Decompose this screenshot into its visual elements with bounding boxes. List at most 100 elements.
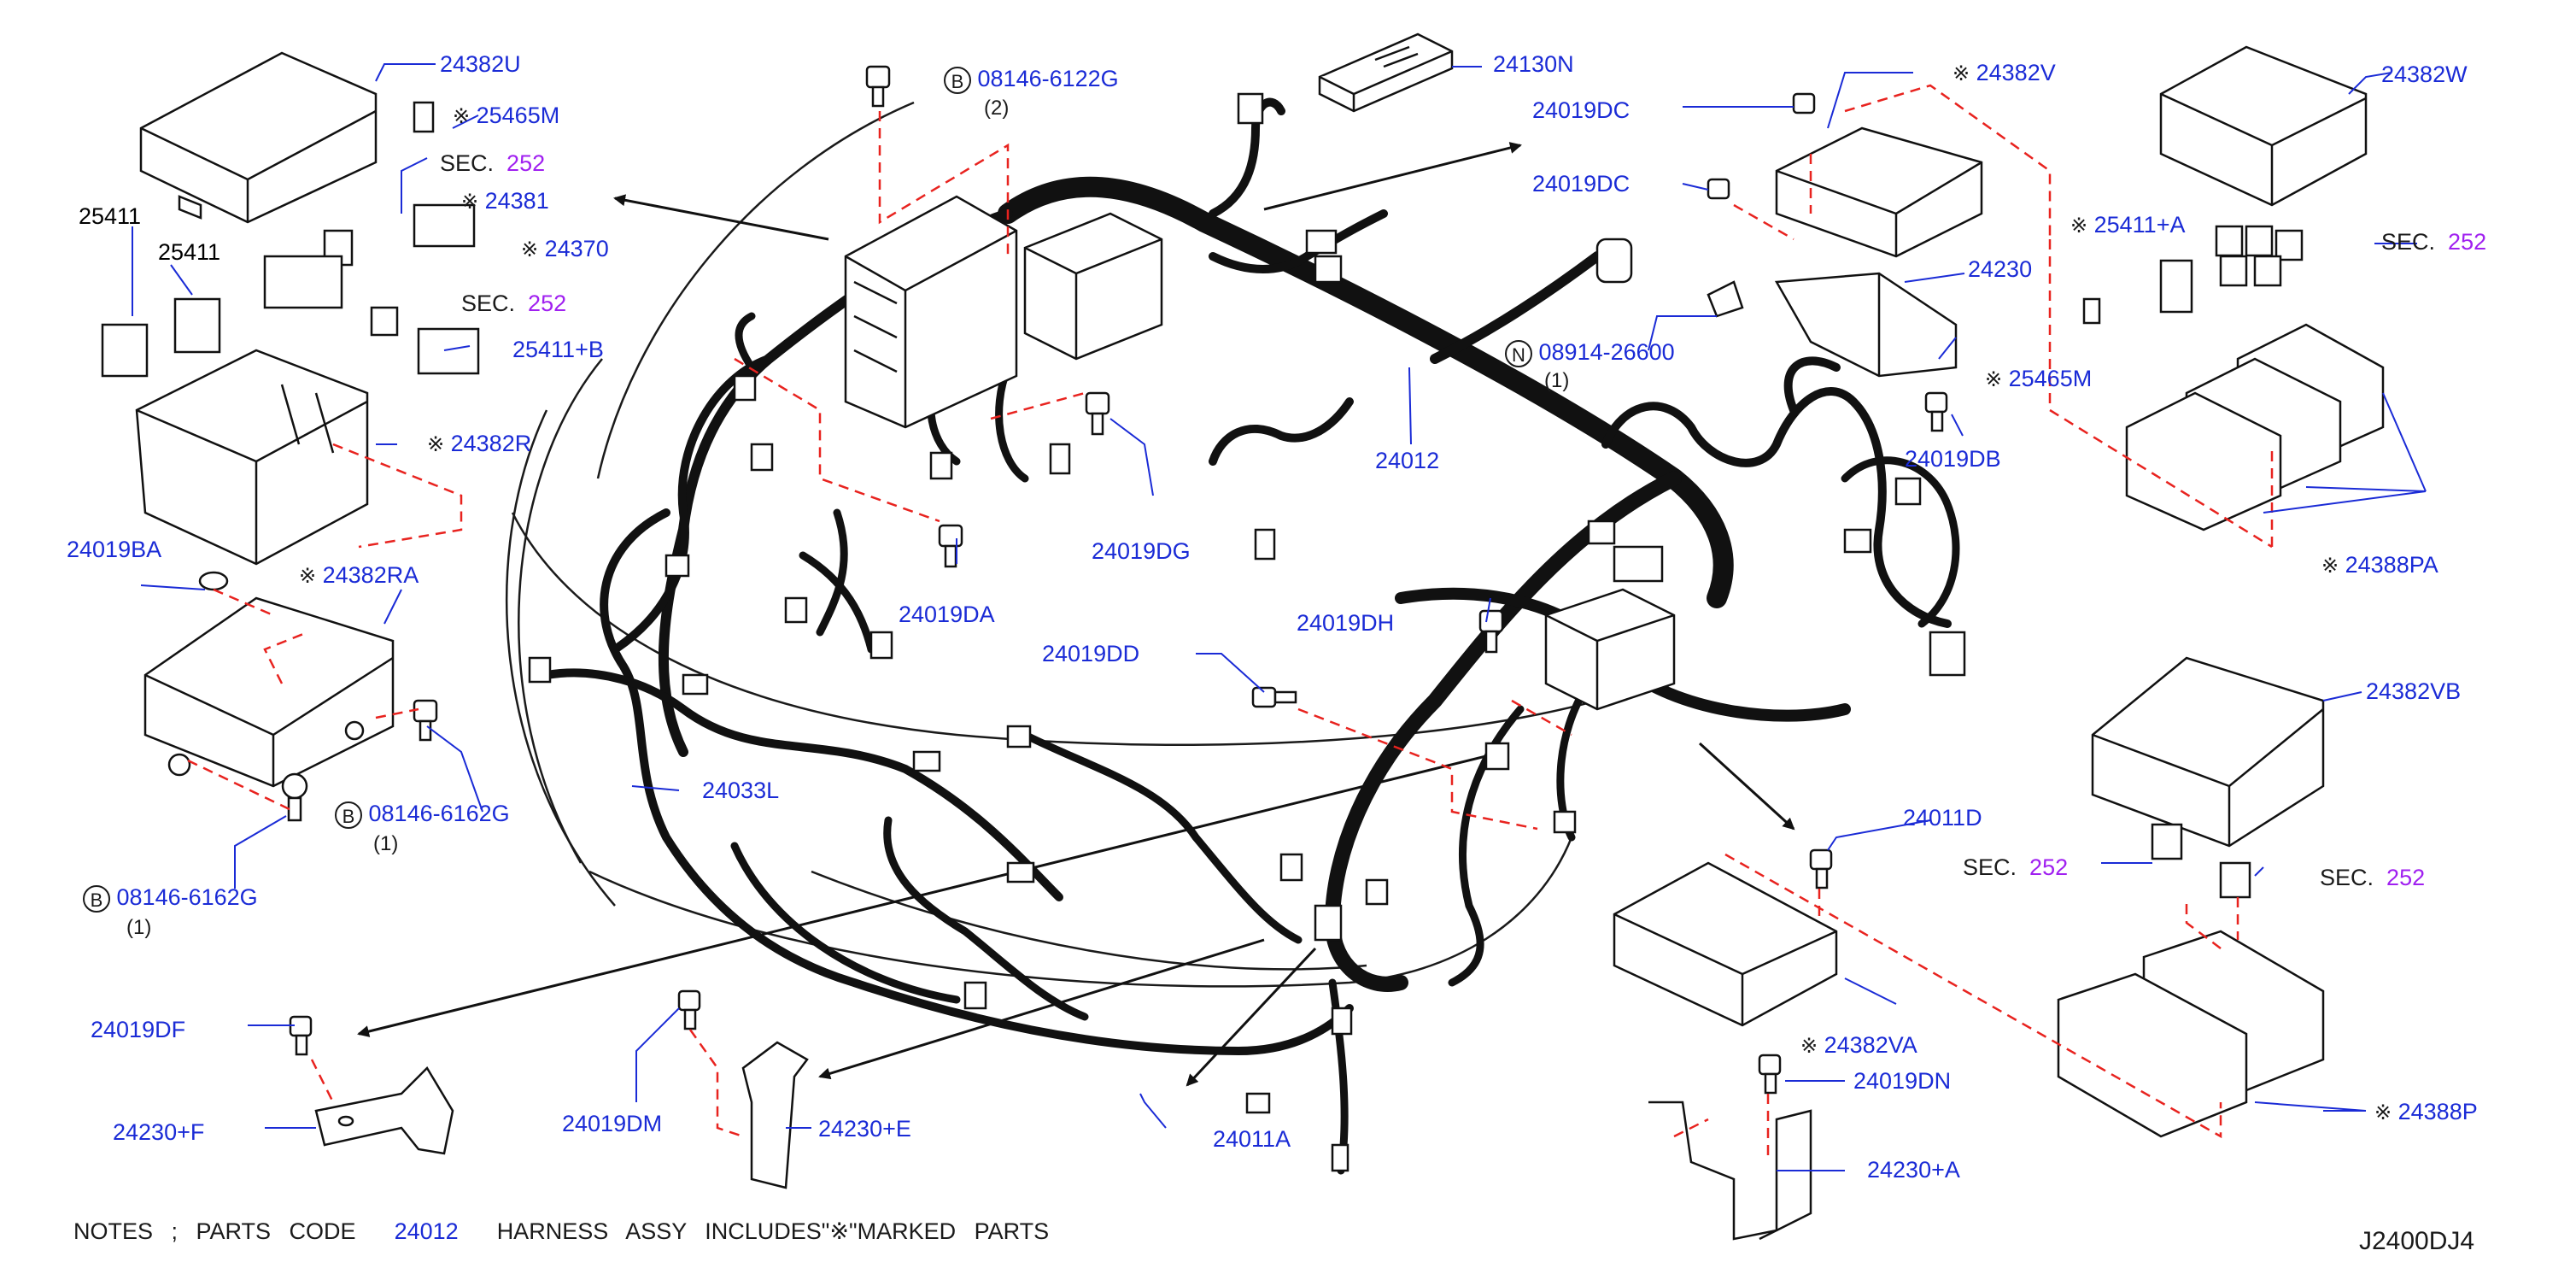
label-24381: ※ 24381 — [461, 190, 549, 213]
bracket-24230A — [1648, 1054, 1812, 1241]
fuse-box-cover-24382U — [139, 51, 378, 224]
label-24370-text: 24370 — [544, 236, 609, 261]
fuse-box-cover-24382W — [2159, 45, 2368, 207]
label-08146-6122G-text: 08146-6122G — [977, 66, 1119, 92]
label-08146-6162G-a-text: 08146-6162G — [368, 801, 510, 827]
tray-24382VA — [1613, 848, 1838, 1027]
sec-word: SEC. — [1963, 854, 2017, 880]
label-sec-252-e: SEC. 252 — [2320, 866, 2425, 889]
label-25411A: ※ 25411+A — [2070, 214, 2185, 237]
label-24382V-text: 24382V — [1976, 60, 2056, 85]
label-24382U: 24382U — [440, 51, 521, 77]
label-24019DH: 24019DH — [1297, 610, 1395, 636]
label-24011D: 24011D — [1903, 805, 1982, 831]
harness-ipdm-block — [1544, 588, 1676, 711]
bracket-24230F — [289, 1015, 454, 1155]
sec-number: 252 — [2029, 854, 2069, 880]
bracket-24230E — [677, 989, 809, 1189]
marked-symbol: ※ — [461, 191, 479, 214]
label-24382RA-text: 24382RA — [322, 562, 419, 588]
label-24019BA: 24019BA — [67, 537, 162, 562]
bolt-n-symbol: N — [1505, 340, 1532, 367]
harness-fuse-block-left — [844, 195, 1163, 429]
label-24382VA-text: 24382VA — [1824, 1032, 1917, 1058]
label-24019DM: 24019DM — [562, 1111, 663, 1136]
label-24019DN: 24019DN — [1853, 1068, 1952, 1094]
marked-symbol: ※ — [299, 565, 317, 588]
label-08146-6162G-a: B 08146-6162G — [335, 801, 510, 829]
label-08914-26600-text: 08914-26600 — [1538, 339, 1675, 366]
label-25411-a: 25411 — [79, 203, 142, 229]
label-24230A: 24230+A — [1867, 1157, 1960, 1183]
figure-id: J2400DJ4 — [2359, 1227, 2475, 1255]
sec-number: 252 — [506, 150, 546, 176]
label-sec-252-d: SEC. 252 — [1963, 856, 2068, 879]
label-24230F: 24230+F — [113, 1119, 205, 1145]
notes-prefix: NOTES ; PARTS CODE — [73, 1218, 356, 1244]
label-25411-b: 25411 — [158, 239, 221, 265]
fuse-box-cover-24382VB — [2091, 656, 2325, 848]
qty-6122G: (2) — [984, 97, 1010, 120]
relays-right-bottom — [2151, 823, 2251, 899]
label-sec-252-a: SEC. 252 — [440, 152, 545, 175]
label-24033L: 24033L — [702, 778, 780, 803]
marked-symbol: ※ — [1952, 62, 1970, 85]
label-24019DA: 24019DA — [899, 602, 995, 627]
label-08914-26600: N 08914-26600 — [1505, 340, 1675, 367]
label-25465M-right-text: 25465M — [2008, 366, 2093, 391]
label-24388PA: ※ 24388PA — [2321, 554, 2438, 577]
label-25465M-text: 25465M — [476, 103, 560, 128]
marked-symbol: ※ — [453, 105, 471, 128]
notes-code: 24012 — [394, 1218, 459, 1244]
qty-6162G-b: (1) — [126, 916, 152, 939]
sec-number: 252 — [2448, 229, 2487, 255]
sec-word: SEC. — [2320, 865, 2374, 890]
label-24011A: 24011A — [1213, 1126, 1291, 1152]
relays-right-top — [2082, 225, 2304, 325]
sec-word: SEC. — [461, 291, 516, 316]
marked-symbol: ※ — [1800, 1035, 1818, 1058]
qty-6162G-a: (1) — [373, 832, 399, 855]
bolt-b-symbol: B — [944, 67, 971, 94]
label-24019DB: 24019DB — [1905, 446, 2001, 472]
fuse-blocks-24388P — [2057, 930, 2325, 1138]
label-24381-text: 24381 — [484, 188, 549, 214]
label-24019DC-b: 24019DC — [1532, 171, 1630, 197]
marked-symbol: ※ — [521, 238, 539, 261]
label-24382R: ※ 24382R — [427, 432, 531, 455]
marked-symbol: ※ — [1985, 368, 2003, 391]
sec-word: SEC. — [440, 150, 495, 176]
label-24388P: ※ 24388P — [2374, 1101, 2478, 1124]
bolts-left — [198, 65, 1504, 822]
bracket-24382V — [1707, 92, 1983, 258]
label-24382R-text: 24382R — [450, 431, 532, 456]
label-24012: 24012 — [1375, 448, 1440, 473]
label-sec-252-b: SEC. 252 — [461, 292, 566, 315]
label-08146-6122G: B 08146-6122G — [944, 67, 1119, 94]
sec-number: 252 — [528, 291, 567, 316]
marked-symbol: ※ — [2321, 555, 2339, 578]
marked-symbol: ※ — [427, 433, 445, 456]
label-08146-6162G-b-text: 08146-6162G — [116, 884, 258, 911]
label-25411B: 25411+B — [512, 337, 604, 362]
sec-number: 252 — [2386, 865, 2426, 890]
label-25465M-right: ※ 25465M — [1985, 367, 2092, 390]
label-24370: ※ 24370 — [521, 238, 609, 261]
label-sec-252-c: SEC. 252 — [2381, 231, 2486, 254]
label-24019DF: 24019DF — [91, 1017, 186, 1042]
fusible-link-24130N — [1318, 32, 1454, 113]
label-24230: 24230 — [1968, 256, 2033, 282]
label-08146-6162G-b: B 08146-6162G — [83, 885, 258, 913]
label-24019DC-a: 24019DC — [1532, 97, 1630, 123]
label-24388P-text: 24388P — [2397, 1099, 2478, 1124]
bracket-24230 — [1707, 272, 1958, 432]
label-24388PA-text: 24388PA — [2345, 552, 2438, 578]
fuse-blocks-24388PA — [2125, 323, 2385, 531]
relay-box-24382R — [135, 349, 369, 566]
label-24019DG: 24019DG — [1092, 538, 1191, 564]
label-24019DD: 24019DD — [1042, 641, 1140, 666]
red-dashed-leaders — [187, 84, 2274, 1162]
marked-symbol: ※ — [2374, 1101, 2392, 1124]
